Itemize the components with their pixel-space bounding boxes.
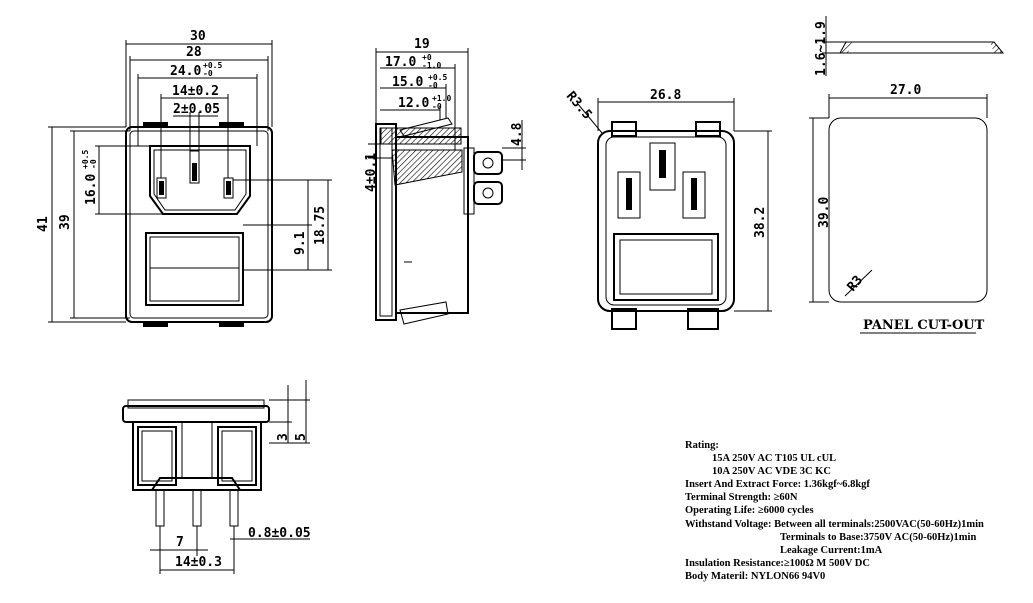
dim-16: 16.0 bbox=[84, 174, 99, 205]
svg-text:-0: -0 bbox=[428, 81, 438, 90]
dim-38-2: 38.2 bbox=[753, 207, 768, 238]
front-view: 30 28 24.0 +0.5 -0 14±0.2 2±0.05 41 bbox=[36, 29, 332, 327]
bottom-view: 3 5 7 14±0.3 0.8±0.05 bbox=[122, 380, 311, 574]
dim-18-75: 18.75 bbox=[313, 206, 328, 245]
dim-24: 24.0 bbox=[170, 64, 201, 79]
svg-text:+0.5: +0.5 bbox=[203, 61, 222, 70]
front-switch-inner bbox=[149, 236, 240, 302]
dim-14-bottom: 14±0.3 bbox=[175, 555, 222, 570]
dim-4-8: 4.8 bbox=[510, 122, 525, 146]
front-bottom-tab-left bbox=[143, 321, 168, 327]
dim-12: 12.0 bbox=[398, 96, 429, 111]
bottom-terminal-base bbox=[150, 477, 242, 491]
spec-body-material: Body Materil: NYLON66 94V0 bbox=[685, 570, 826, 582]
svg-text:+0: +0 bbox=[422, 53, 432, 62]
spec-insulation-resistance: Insulation Resistance:≥100Ω M 500V DC bbox=[685, 557, 870, 569]
dim-41: 41 bbox=[36, 216, 51, 232]
side-terminal-bottom bbox=[473, 181, 503, 205]
bottom-dimensions: 3 5 7 14±0.3 0.8±0.05 bbox=[150, 380, 311, 574]
bottom-pin-right bbox=[229, 489, 239, 527]
dim-26-8: 26.8 bbox=[650, 88, 681, 103]
dim-39: 39 bbox=[58, 214, 73, 230]
spec-rating-title: Rating: bbox=[685, 440, 719, 451]
spec-operating-life: Operating Life: ≥6000 cycles bbox=[685, 505, 814, 517]
spec-rating-10a: 10A 250V AC VDE 3C KC bbox=[712, 466, 831, 478]
bottom-body bbox=[132, 421, 262, 491]
front-socket-outline bbox=[149, 145, 251, 215]
svg-text:-0: -0 bbox=[89, 159, 98, 169]
side-section-hatch bbox=[380, 127, 462, 145]
back-switch bbox=[613, 233, 719, 301]
bottom-block-left bbox=[137, 426, 177, 486]
side-dimensions: 19 17.0 +0 -1.0 15.0 +0.5 -0 12.0 +1.0 -… bbox=[364, 37, 526, 192]
back-view: 26.8 38.2 R3.5 bbox=[563, 88, 772, 330]
dim-30: 30 bbox=[190, 29, 206, 44]
dim-9-1: 9.1 bbox=[293, 231, 308, 255]
front-dimensions: 30 28 24.0 +0.5 -0 14±0.2 2±0.05 41 bbox=[36, 29, 332, 323]
dim-0-8: 0.8±0.05 bbox=[248, 526, 311, 541]
back-top-tab-right bbox=[695, 121, 721, 137]
spec-block: Rating: 15A 250V AC T105 UL cUL 10A 250V… bbox=[685, 439, 984, 583]
panel-cutout: 27.0 39.0 R3 PANEL CUT-OUT 1.6~1.9 bbox=[809, 16, 1005, 334]
front-socket-inner bbox=[153, 149, 247, 211]
svg-text:-1.0: -1.0 bbox=[422, 61, 441, 70]
back-dimensions: 26.8 38.2 R3.5 bbox=[563, 88, 772, 312]
spec-leakage-current: Leakage Current:1mA bbox=[780, 544, 883, 556]
svg-text:+1.0: +1.0 bbox=[432, 94, 451, 103]
spec-insert-force: Insert And Extract Force: 1.36kgf~6.8kgf bbox=[685, 479, 870, 491]
dim-15: 15.0 bbox=[392, 75, 423, 90]
dim-3: 3 bbox=[276, 433, 291, 441]
dim-14: 14±0.2 bbox=[172, 84, 219, 99]
spec-terminal-strength: Terminal Strength: ≥60N bbox=[685, 492, 798, 504]
dim-27: 27.0 bbox=[890, 83, 921, 98]
back-body-outline bbox=[597, 130, 735, 312]
dim-19: 19 bbox=[414, 37, 430, 52]
dim-17: 17.0 bbox=[385, 55, 416, 70]
front-top-tab-right bbox=[219, 122, 244, 128]
panel-outline bbox=[828, 117, 988, 303]
dim-7: 7 bbox=[176, 535, 184, 550]
dim-2: 2±0.05 bbox=[173, 102, 220, 117]
back-bottom-tab-right bbox=[687, 308, 719, 330]
front-switch-outer bbox=[145, 232, 244, 306]
front-pin-center bbox=[189, 150, 200, 184]
svg-text:+0.5: +0.5 bbox=[81, 150, 90, 169]
dim-5: 5 bbox=[294, 433, 309, 441]
back-terminal-left bbox=[617, 171, 641, 219]
dim-r3: R3 bbox=[845, 273, 867, 295]
bottom-pin-left bbox=[155, 489, 165, 527]
dim-39-panel: 39.0 bbox=[817, 197, 832, 228]
bottom-block-right bbox=[217, 426, 257, 486]
dim-28: 28 bbox=[186, 45, 202, 60]
panel-thickness-profile bbox=[839, 41, 1005, 54]
side-view: 19 17.0 +0 -1.0 15.0 +0.5 -0 12.0 +1.0 -… bbox=[364, 37, 526, 325]
back-top-tab-left bbox=[611, 121, 637, 137]
bottom-pin-center bbox=[192, 489, 202, 527]
svg-text:-0: -0 bbox=[432, 102, 442, 111]
side-terminal-top bbox=[473, 151, 503, 175]
dim-1-6: 1.6~1.9 bbox=[814, 21, 829, 76]
spec-terminals-to-base: Terminals to Base:3750V AC(50-60Hz)1min bbox=[780, 531, 977, 543]
spec-rating-15a: 15A 250V AC T105 UL cUL bbox=[712, 453, 837, 465]
spec-withstand-voltage: Withstand Voltage: Between all terminals… bbox=[685, 518, 984, 530]
front-bottom-tab-right bbox=[219, 321, 244, 327]
svg-text:-0: -0 bbox=[203, 69, 213, 78]
panel-cutout-title: PANEL CUT-OUT bbox=[863, 318, 985, 333]
front-top-tab-left bbox=[143, 122, 168, 128]
back-bottom-tab-left bbox=[611, 308, 637, 330]
back-terminal-center bbox=[649, 142, 676, 191]
svg-text:+0.5: +0.5 bbox=[428, 73, 447, 82]
dim-4: 4±0.1 bbox=[364, 153, 379, 192]
back-terminal-right bbox=[682, 171, 706, 219]
